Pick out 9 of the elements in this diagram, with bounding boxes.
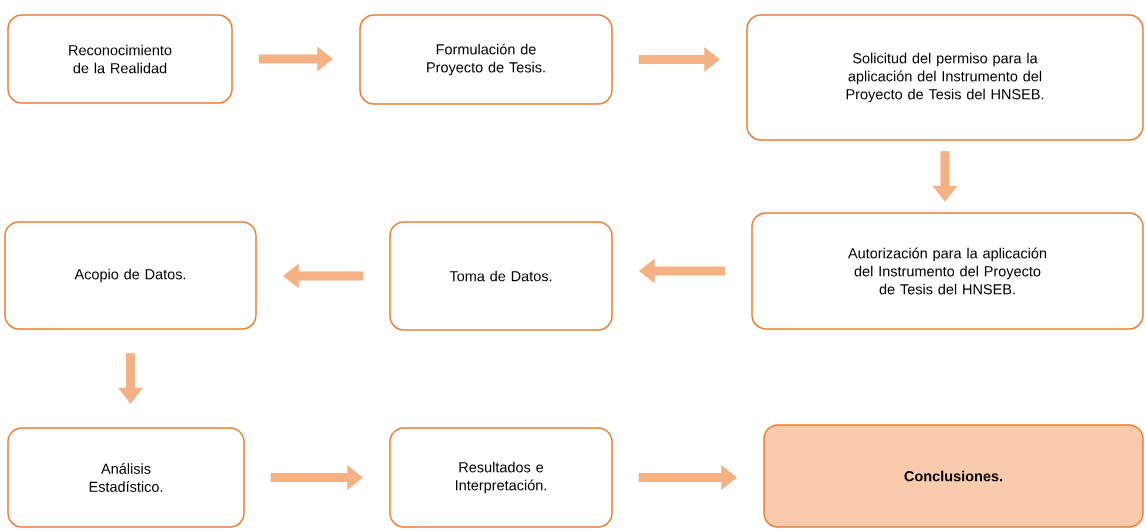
process-box: Reconocimiento de la Realidad [7,14,233,104]
process-box: Conclusiones. [763,424,1144,528]
process-box: Análisis Estadístico. [7,427,245,528]
process-box: Solicitud del permiso para la aplicación del Instrumento del Proyecto de Tesis del HNSEB. [746,14,1144,141]
process-box: Toma de Datos. [389,221,613,331]
process-box: Resultados e Interpretación. [389,427,613,528]
process-box: Autorización para la aplicación del Instrumento del Proyecto de Tesis del HNSEB. [751,212,1144,330]
process-box: Formulación de Proyecto de Tesis. [359,14,613,105]
process-box: Acopio de Datos. [4,221,257,330]
